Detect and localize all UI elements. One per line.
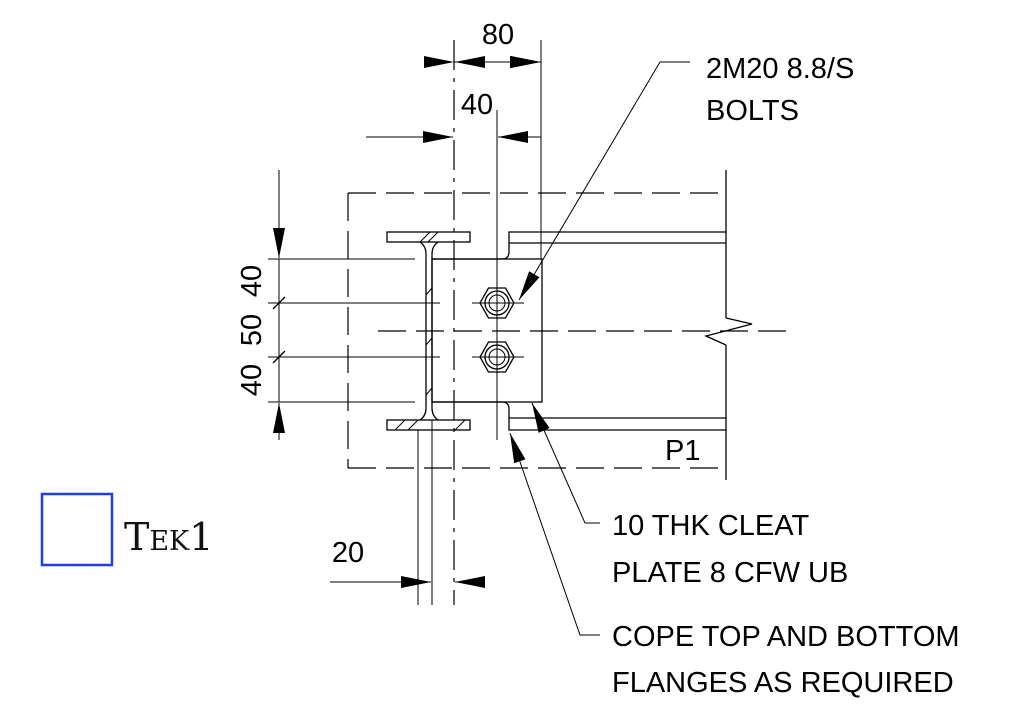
- bolts-label-line2: BOLTS: [706, 95, 799, 127]
- vertical-dimensions: 40 50 40: [236, 170, 286, 440]
- dimension-20: 20: [330, 537, 485, 588]
- cleat-plate: [431, 258, 543, 403]
- cleat-label-line1: 10 THK CLEAT: [612, 510, 809, 542]
- bolt-top: [472, 287, 524, 319]
- dim-40-b-text: 40: [236, 364, 268, 396]
- leaders: [509, 61, 690, 636]
- centerlines: [378, 40, 790, 605]
- cleat-label-line2: PLATE 8 CFW UB: [612, 557, 848, 589]
- hidden-outline: [347, 170, 753, 480]
- dimension-80: 80: [424, 19, 541, 68]
- dim-40-top-text: 40: [461, 89, 493, 121]
- dim-80-text: 80: [482, 19, 514, 51]
- bolts-label-line1: 2M20 8.8/S: [706, 53, 854, 85]
- tag-checkbox[interactable]: [40, 492, 114, 567]
- dim-40-a-text: 40: [236, 265, 268, 297]
- tag-label: Tek1: [124, 515, 213, 559]
- dim-20-text: 20: [332, 537, 364, 569]
- dim-50-text: 50: [236, 314, 268, 346]
- cope-label-line2: FLANGES AS REQUIRED: [612, 667, 954, 699]
- member-mark: P1: [665, 435, 700, 467]
- extension-lines: [268, 258, 440, 403]
- dimension-40-top: 40: [366, 89, 541, 143]
- bolt-bottom: [472, 341, 524, 373]
- cope-label-line1: COPE TOP AND BOTTOM: [612, 621, 960, 653]
